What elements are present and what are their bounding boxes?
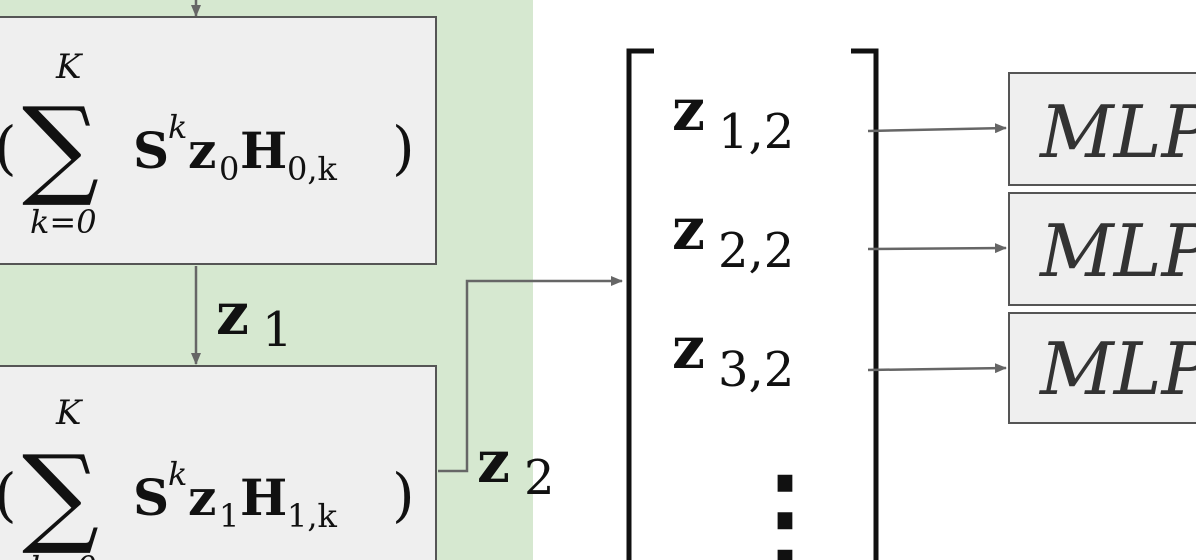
mlp-label-3: MLP [1038,327,1196,411]
mlp-box-2 [1008,192,1196,306]
layer1-S: S [133,468,169,527]
vector-right-bracket [851,48,879,560]
layer0-z-sub: 0 [219,150,239,188]
mlp-labels: MLP MLP MLP [1038,90,1196,411]
layer0-sum-lower: k=0 [30,203,97,241]
vector-entry-1-sub: 1,2 [718,104,794,160]
layer0-formula: ( K ∑ k=0 S k z 0 H 0,k ) [0,47,415,241]
layer0-box [0,16,437,265]
layer0-S-sup: k [168,108,187,146]
mlp-label-1: MLP [1038,90,1196,174]
layer1-z: z [188,468,216,527]
z1-label: z 1 [216,280,293,358]
z1-base: z [216,280,249,348]
mlp-box-3 [1008,312,1196,424]
vector-entry-1-base: z [672,76,705,144]
layer1-sum-upper: K [55,393,84,433]
vector-entry-2-sub: 2,2 [718,223,794,279]
arrow-to-mlp-3 [867,363,1007,374]
layer1-H: H [240,468,287,527]
layer1-sum-symbol: ∑ [22,433,99,558]
layer1-formula: ( K ∑ k=0 S k z 1 H 1,k ) [0,393,415,560]
layer0-sum-symbol: ∑ [22,85,99,210]
z2-connector [438,276,623,473]
layer1-sum-lower: k=0 [30,549,97,560]
layer0-H-sub: 0,k [287,150,338,188]
mlp-box-1 [1008,72,1196,186]
z2-base: z [477,428,510,496]
layer1-z-sub: 1 [219,497,239,535]
z2-sub: 2 [524,450,555,506]
vector-entry-2-base: z [672,195,705,263]
vector-entry-3-sub: 3,2 [718,342,794,398]
arrow-to-mlp-1 [867,123,1007,134]
arrow-to-mlp-2 [867,243,1007,254]
layer1-box [0,365,437,560]
z2-label: z 2 [477,428,555,506]
mlp-label-2: MLP [1038,209,1196,293]
layer1-S-sup: k [168,455,187,493]
layer0-close-paren: ) [392,114,415,182]
layer0-sum-upper: K [55,47,84,87]
layer0-open-paren: ( [0,114,17,182]
layer0-H: H [240,121,287,180]
vector-entries: z 1,2 z 2,2 z 3,2 ⋮ [672,76,840,560]
layer0-z: z [188,121,216,180]
vector-ellipsis: ⋮ [730,452,840,560]
layer1-close-paren: ) [392,461,415,529]
vector-entry-3-base: z [672,314,705,382]
z1-sub: 1 [262,302,293,358]
vector-left-bracket [626,48,654,560]
layer1-open-paren: ( [0,461,17,529]
layer1-H-sub: 1,k [287,497,338,535]
layer0-S: S [133,121,169,180]
